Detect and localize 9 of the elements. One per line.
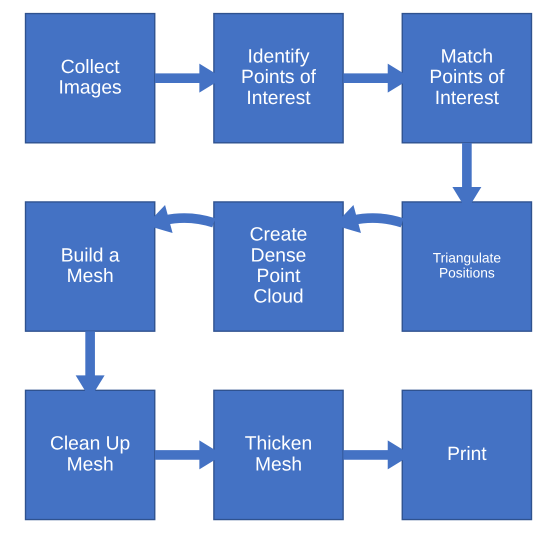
node-box: Identify Points of Interest xyxy=(212,12,344,144)
node-box: Build a Mesh xyxy=(24,201,155,332)
node-box: Thicken Mesh xyxy=(212,390,344,520)
node-box: Match Points of Interest xyxy=(401,12,532,144)
node-box: Create Dense Point Cloud xyxy=(212,201,344,332)
node-box: Print xyxy=(401,390,532,520)
node-box: Clean Up Mesh xyxy=(24,390,155,520)
node-box: Collect Images xyxy=(24,12,155,144)
node-box: Triangulate Positions xyxy=(401,201,532,332)
